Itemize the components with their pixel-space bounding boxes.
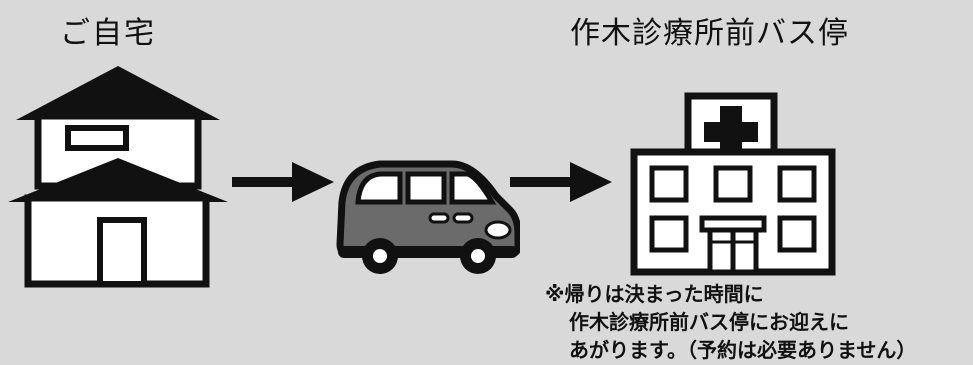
van-icon <box>336 160 520 274</box>
bus-stop-label: 作木診療所前バス停 <box>570 16 849 51</box>
hospital-icon <box>630 92 836 276</box>
home-label: ご自宅 <box>60 16 156 51</box>
house-icon <box>8 66 228 288</box>
note-line-2: 作木診療所前バス停にお迎えに <box>569 310 849 334</box>
arrow-right-icon <box>232 162 334 202</box>
arrow-right-icon <box>510 162 612 202</box>
note-line-1: ※帰りは決まった時間に <box>545 282 764 306</box>
note-line-3: あがります。（予約は必要ありません） <box>569 338 917 362</box>
return-note: ※帰りは決まった時間に 作木診療所前バス停にお迎えに あがります。（予約は必要あ… <box>545 280 916 364</box>
